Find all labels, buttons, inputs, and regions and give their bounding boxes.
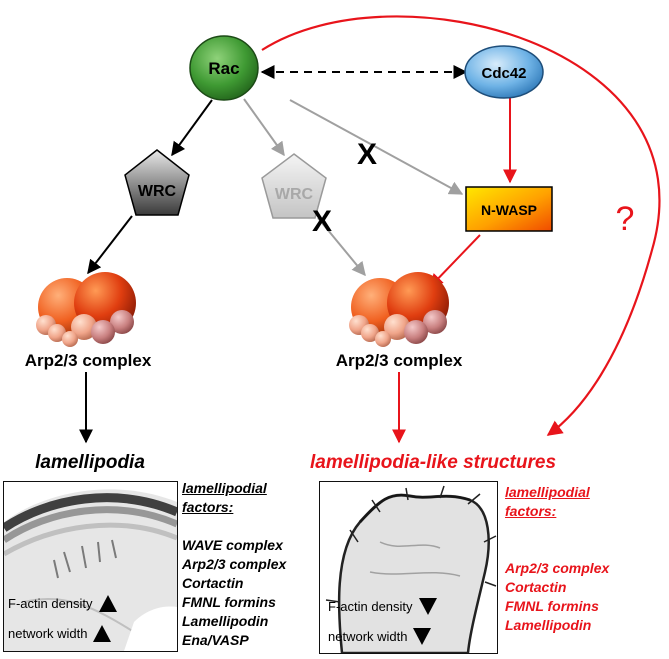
outcome-lamellipodia-like: lamellipodia-like structures [310, 452, 556, 473]
lamellipodia-micrograph-panel: F-actin density network width [3, 481, 178, 652]
right-factor-item: FMNL formins [505, 598, 599, 614]
right-factor-item: Lamellipodin [505, 617, 592, 633]
right-factors-header-2: factors: [505, 503, 557, 519]
right-factor-list: lamellipodial factors: Arp2/3 complex Co… [505, 483, 609, 635]
right-factor-item: Cortactin [505, 579, 567, 595]
left-width-indicator: network width [8, 625, 112, 642]
right-density-label: F-actin density [328, 599, 413, 614]
cdc42-node: Cdc42 [464, 45, 544, 99]
left-factor-item: WAVE complex [182, 537, 283, 553]
arp-left-complex-icon [36, 272, 136, 347]
faded-wrc-node: WRC [261, 153, 327, 219]
left-density-up-icon [98, 595, 117, 612]
block-mark-faded-wrc: X [312, 205, 332, 238]
left-factor-item: Arp2/3 complex [182, 556, 287, 572]
cdc42-label: Cdc42 [481, 65, 526, 82]
left-factor-list: lamellipodial factors: WAVE complex Arp2… [182, 479, 286, 650]
left-factor-item: Lamellipodin [182, 613, 269, 629]
right-width-down-icon [413, 628, 432, 645]
left-factors-header-2: factors: [182, 499, 234, 515]
left-factor-item: Cortactin [182, 575, 244, 591]
wrc-to-arp-left-arrow [87, 215, 133, 275]
wrc-label: WRC [138, 183, 177, 200]
right-density-down-icon [418, 598, 437, 615]
lamellipodia-like-micrograph-image [325, 485, 497, 653]
rac-label: Rac [208, 59, 239, 78]
rac-to-nwasp-arrow [289, 99, 464, 195]
left-factor-item: Ena/VASP [182, 632, 249, 648]
rac-to-faded-wrc-arrow [243, 98, 285, 157]
left-density-indicator: F-actin density [8, 595, 117, 612]
right-factor-item: Arp2/3 complex [505, 560, 610, 576]
left-factors-header-1: lamellipodial [182, 480, 267, 496]
faded-wrc-to-arp-right-arrow [317, 217, 366, 277]
nwasp-to-arp-right-arrow [429, 234, 481, 289]
arp-right-complex-icon [349, 272, 449, 347]
rac-to-wrc-arrow [171, 99, 213, 157]
left-factor-item: FMNL formins [182, 594, 276, 610]
lamellipodia-like-micrograph-panel: F-actin density network width [319, 481, 498, 654]
nwasp-label: N-WASP [481, 202, 537, 218]
arp-left-label: Arp2/3 complex [25, 351, 152, 370]
arp-right-label: Arp2/3 complex [336, 351, 463, 370]
lamellipodia-micrograph-image [4, 489, 177, 651]
left-width-up-icon [93, 625, 112, 642]
right-factors-header-1: lamellipodial [505, 484, 590, 500]
block-mark-rac-nwasp: X [357, 138, 377, 171]
right-width-indicator: network width [328, 628, 432, 645]
question-mark: ? [616, 200, 635, 238]
right-density-indicator: F-actin density [328, 598, 437, 615]
wrc-node: WRC [124, 149, 190, 216]
left-density-label: F-actin density [8, 596, 93, 611]
nwasp-node: N-WASP [465, 186, 553, 232]
faded-wrc-label: WRC [275, 186, 314, 203]
outcome-lamellipodia: lamellipodia [35, 452, 145, 473]
right-width-label: network width [328, 629, 408, 644]
rac-node: Rac [189, 35, 259, 101]
left-width-label: network width [8, 626, 88, 641]
rac-to-lamellipodia-like-curve [261, 15, 661, 436]
